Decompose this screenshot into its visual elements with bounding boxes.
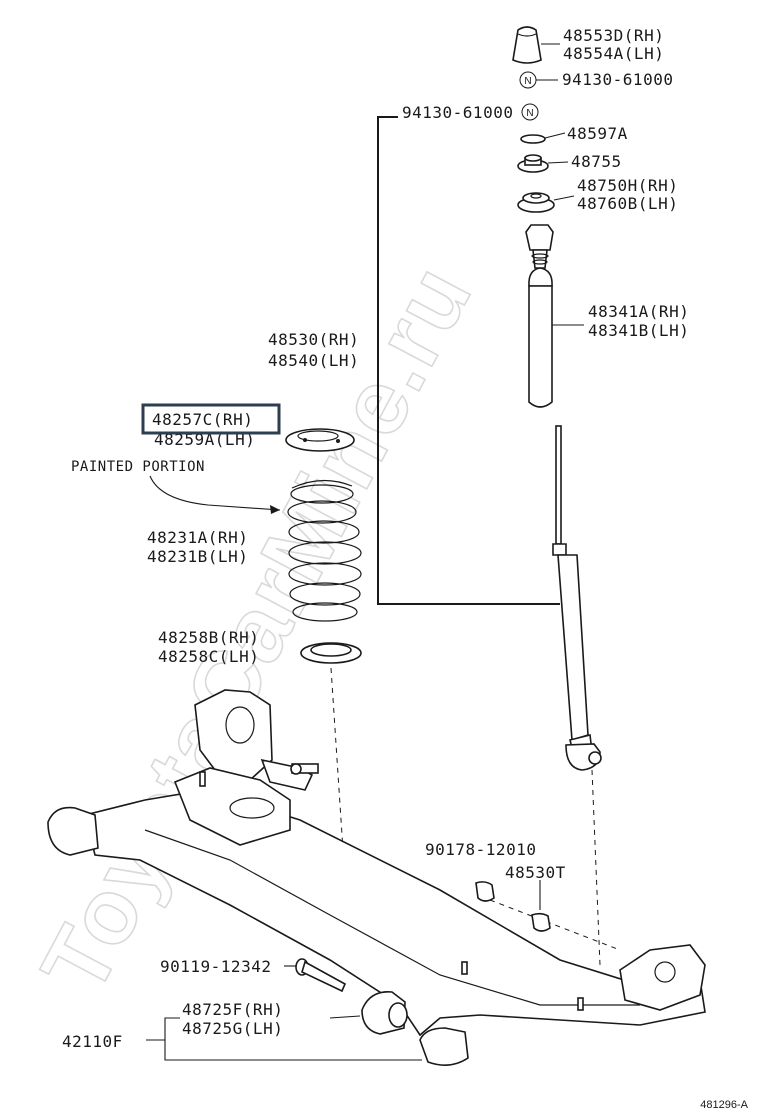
label-bumper-rh: 48553D(RH)	[563, 26, 664, 45]
label-bumper-lh: 48554A(LH)	[563, 44, 664, 63]
upper-insulator-part[interactable]	[285, 428, 355, 452]
washer-part[interactable]	[520, 134, 546, 144]
nut-symbol-top: N	[519, 71, 537, 89]
dust-cover-part[interactable]	[525, 224, 554, 408]
bolt-12342-part[interactable]	[295, 958, 347, 993]
painted-portion-arrow	[149, 475, 281, 511]
label-cover-rh: 48341A(RH)	[588, 302, 689, 321]
label-absorber-lh: 48540(LH)	[268, 351, 359, 370]
guide-dash-bolt	[489, 899, 621, 951]
svg-text:N: N	[524, 76, 531, 87]
shock-absorber-part[interactable]	[552, 425, 602, 771]
lead-support	[553, 195, 575, 201]
label-spring-rh: 48231A(RH)	[147, 528, 248, 547]
label-insulator-lh: 48259A(LH)	[154, 430, 255, 449]
lead-washer	[544, 132, 566, 139]
bush-48530t-part[interactable]	[531, 912, 551, 932]
label-cover-lh: 48341B(LH)	[588, 321, 689, 340]
axle-bushing-part[interactable]	[361, 991, 408, 1035]
lead-cushion	[547, 161, 569, 164]
absorber-bracket-line	[377, 116, 560, 605]
guide-dash-absorber	[591, 769, 601, 966]
label-washer: 48597A	[567, 124, 628, 143]
label-axle-beam: 42110F	[62, 1032, 123, 1051]
lead-axle-beam	[146, 1017, 422, 1061]
cushion-part[interactable]	[517, 154, 549, 173]
label-bush-48530t: 48530T	[505, 863, 566, 882]
highlight-box	[141, 403, 281, 435]
label-absorber-rh: 48530(RH)	[268, 330, 359, 349]
svg-text:N: N	[526, 108, 533, 119]
bump-stopper-part[interactable]	[512, 26, 542, 64]
label-lower-insulator-lh: 48258C(LH)	[158, 647, 259, 666]
label-axle-bushing-rh: 48725F(RH)	[182, 1000, 283, 1019]
label-support-lh: 48760B(LH)	[577, 194, 678, 213]
label-spring-lh: 48231B(LH)	[147, 547, 248, 566]
support-part[interactable]	[517, 192, 555, 213]
label-bolt-12010: 90178-12010	[425, 840, 536, 859]
label-nut-top: 94130-61000	[562, 70, 673, 89]
label-bolt-12342: 90119-12342	[160, 957, 271, 976]
coil-spring-part[interactable]	[287, 479, 362, 622]
label-nut-bracket: 94130-61000	[402, 103, 513, 122]
label-painted-portion: PAINTED PORTION	[71, 459, 205, 475]
figure-id: 481296-A	[700, 1099, 748, 1111]
label-axle-bushing-lh: 48725G(LH)	[182, 1019, 283, 1038]
label-insulator-rh-highlight[interactable]: 48257C(RH)	[152, 410, 253, 429]
lead-axle-bushing	[329, 1015, 361, 1019]
bolt-12010-part[interactable]	[475, 881, 495, 902]
nut-symbol-bracket: N	[521, 103, 539, 121]
guide-dash-spring	[330, 667, 344, 851]
label-support-rh: 48750H(RH)	[577, 176, 678, 195]
bracket-bolt-part[interactable]	[290, 763, 319, 775]
label-cushion: 48755	[571, 152, 622, 171]
label-lower-insulator-rh: 48258B(RH)	[158, 628, 259, 647]
lower-insulator-part[interactable]	[300, 642, 362, 664]
rear-axle-beam-part[interactable]	[47, 689, 706, 1066]
